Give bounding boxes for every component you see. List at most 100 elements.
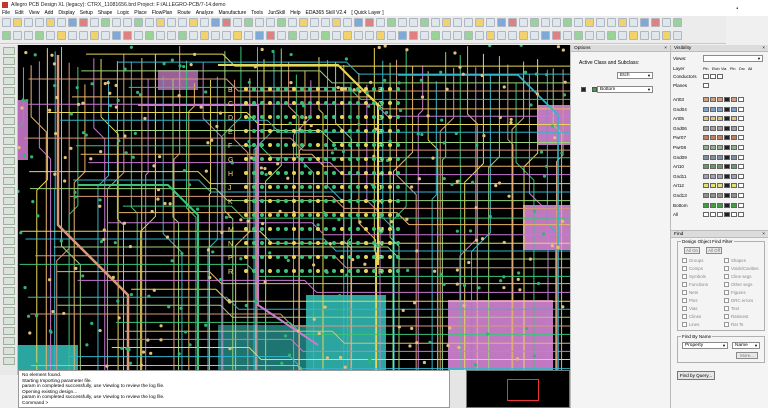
layer-color-toggle[interactable] [731, 145, 737, 150]
menu-item[interactable]: Setup [79, 9, 93, 16]
find-filter-checkbox[interactable]: Rat Ts [724, 322, 743, 327]
toolbar-button-icon[interactable] [244, 18, 253, 27]
toolbar-button-icon[interactable] [662, 18, 671, 27]
side-tool-icon[interactable] [3, 217, 15, 225]
find-by-query-button[interactable]: Find by Query... [677, 371, 715, 380]
toolbar-button-icon[interactable] [266, 18, 275, 27]
side-tool-icon[interactable] [3, 67, 15, 75]
layer-color-toggle[interactable] [710, 183, 716, 189]
layer-color-toggle[interactable] [724, 135, 730, 141]
side-tool-icon[interactable] [3, 337, 15, 345]
toolbar-button-icon[interactable] [563, 31, 572, 40]
checkbox[interactable] [724, 282, 729, 287]
layer-color-toggle[interactable] [710, 116, 716, 122]
find-filter-checkbox[interactable]: Functions [682, 282, 708, 287]
layer-color-toggle[interactable] [738, 116, 744, 122]
close-icon[interactable]: × [762, 232, 765, 237]
layer-color-toggle[interactable] [738, 135, 744, 141]
find-filter-checkbox[interactable]: DRC errors [724, 298, 753, 303]
layer-color-toggle[interactable] [717, 202, 723, 208]
toolbar-button-icon[interactable] [376, 31, 385, 40]
layer-color-toggle[interactable] [738, 164, 744, 170]
toolbar-button-icon[interactable] [387, 31, 396, 40]
toolbar-button-icon[interactable] [420, 18, 429, 27]
toolbar-button-icon[interactable] [464, 31, 473, 40]
side-tool-icon[interactable] [3, 177, 15, 185]
toolbar-button-icon[interactable] [211, 31, 220, 40]
find-by-name-type-select[interactable]: Property▼ [682, 342, 728, 349]
layer-color-toggle[interactable] [710, 145, 716, 150]
find-filter-checkbox[interactable]: Figures [724, 290, 746, 295]
toolbar-button-icon[interactable] [563, 18, 572, 27]
toolbar-button-icon[interactable] [79, 31, 88, 40]
toolbar-button-icon[interactable] [266, 31, 275, 40]
find-filter-checkbox[interactable]: Shapes [724, 258, 746, 263]
layer-color-toggle[interactable] [731, 173, 737, 179]
toolbar-button-icon[interactable] [508, 18, 517, 27]
layer-color-toggle[interactable] [717, 135, 723, 141]
toolbar-button-icon[interactable] [79, 18, 88, 27]
toolbar-button-icon[interactable] [222, 18, 231, 27]
layer-color-toggle[interactable] [738, 183, 744, 189]
side-tool-icon[interactable] [3, 167, 15, 175]
layer-color-toggle[interactable] [703, 202, 709, 208]
layer-color-toggle[interactable] [724, 183, 730, 189]
toolbar-button-icon[interactable] [629, 31, 638, 40]
layer-color-toggle[interactable] [710, 97, 716, 102]
layer-color-toggle[interactable] [731, 202, 737, 208]
toolbar-button-icon[interactable] [57, 18, 66, 27]
checkbox[interactable] [682, 282, 687, 287]
layer-color-toggle[interactable] [738, 106, 744, 112]
find-by-name-mode-select[interactable]: Name▼ [732, 342, 760, 349]
find-filter-checkbox[interactable]: Vias [682, 306, 697, 311]
toolbar-button-icon[interactable] [321, 31, 330, 40]
toolbar-button-icon[interactable] [68, 18, 77, 27]
toolbar-button-icon[interactable] [233, 31, 242, 40]
layer-color-toggle[interactable] [717, 145, 723, 150]
layer-color-toggle[interactable] [731, 164, 737, 170]
layer-color-toggle[interactable] [703, 193, 709, 198]
find-filter-checkbox[interactable]: Nets [682, 290, 698, 295]
toolbar-button-icon[interactable] [90, 31, 99, 40]
toolbar-button-icon[interactable] [475, 31, 484, 40]
subclass-select[interactable]: Bottom▼ [597, 86, 653, 93]
toolbar-button-icon[interactable] [46, 18, 55, 27]
side-tool-icon[interactable] [3, 287, 15, 295]
toolbar-button-icon[interactable] [541, 31, 550, 40]
toolbar-button-icon[interactable] [640, 18, 649, 27]
toolbar-button-icon[interactable] [629, 18, 638, 27]
toolbar-button-icon[interactable] [156, 31, 165, 40]
checkbox[interactable] [717, 74, 723, 79]
side-tool-icon[interactable] [3, 57, 15, 65]
toolbar-button-icon[interactable] [475, 18, 484, 27]
toolbar-button-icon[interactable] [354, 31, 363, 40]
toolbar-button-icon[interactable] [376, 18, 385, 27]
checkbox[interactable] [724, 314, 729, 319]
toolbar-button-icon[interactable] [189, 18, 198, 27]
side-tool-icon[interactable] [3, 207, 15, 215]
toolbar-button-icon[interactable] [90, 18, 99, 27]
side-tool-icon[interactable] [3, 197, 15, 205]
checkbox[interactable] [724, 298, 729, 303]
toolbar-button-icon[interactable] [35, 18, 44, 27]
find-filter-checkbox[interactable]: Text [724, 306, 739, 311]
find-filter-checkbox[interactable]: Symbols [682, 274, 706, 279]
layer-color-toggle[interactable] [710, 202, 716, 208]
toolbar-button-icon[interactable] [431, 31, 440, 40]
checkbox[interactable] [682, 298, 687, 303]
toolbar-button-icon[interactable] [486, 31, 495, 40]
toolbar-button-icon[interactable] [585, 18, 594, 27]
toolbar-button-icon[interactable] [607, 31, 616, 40]
menu-item[interactable]: Manufacture [218, 9, 247, 16]
layer-color-toggle[interactable] [717, 116, 723, 122]
layer-color-toggle[interactable] [703, 116, 709, 122]
toolbar-button-icon[interactable] [574, 18, 583, 27]
layer-color-toggle[interactable] [703, 173, 709, 179]
layer-color-toggle[interactable] [724, 164, 730, 170]
layer-color-toggle[interactable] [724, 116, 730, 122]
side-tool-icon[interactable] [3, 257, 15, 265]
layer-color-toggle[interactable] [738, 202, 744, 208]
layer-color-toggle[interactable] [724, 193, 730, 198]
minimap-viewport[interactable] [507, 379, 539, 401]
